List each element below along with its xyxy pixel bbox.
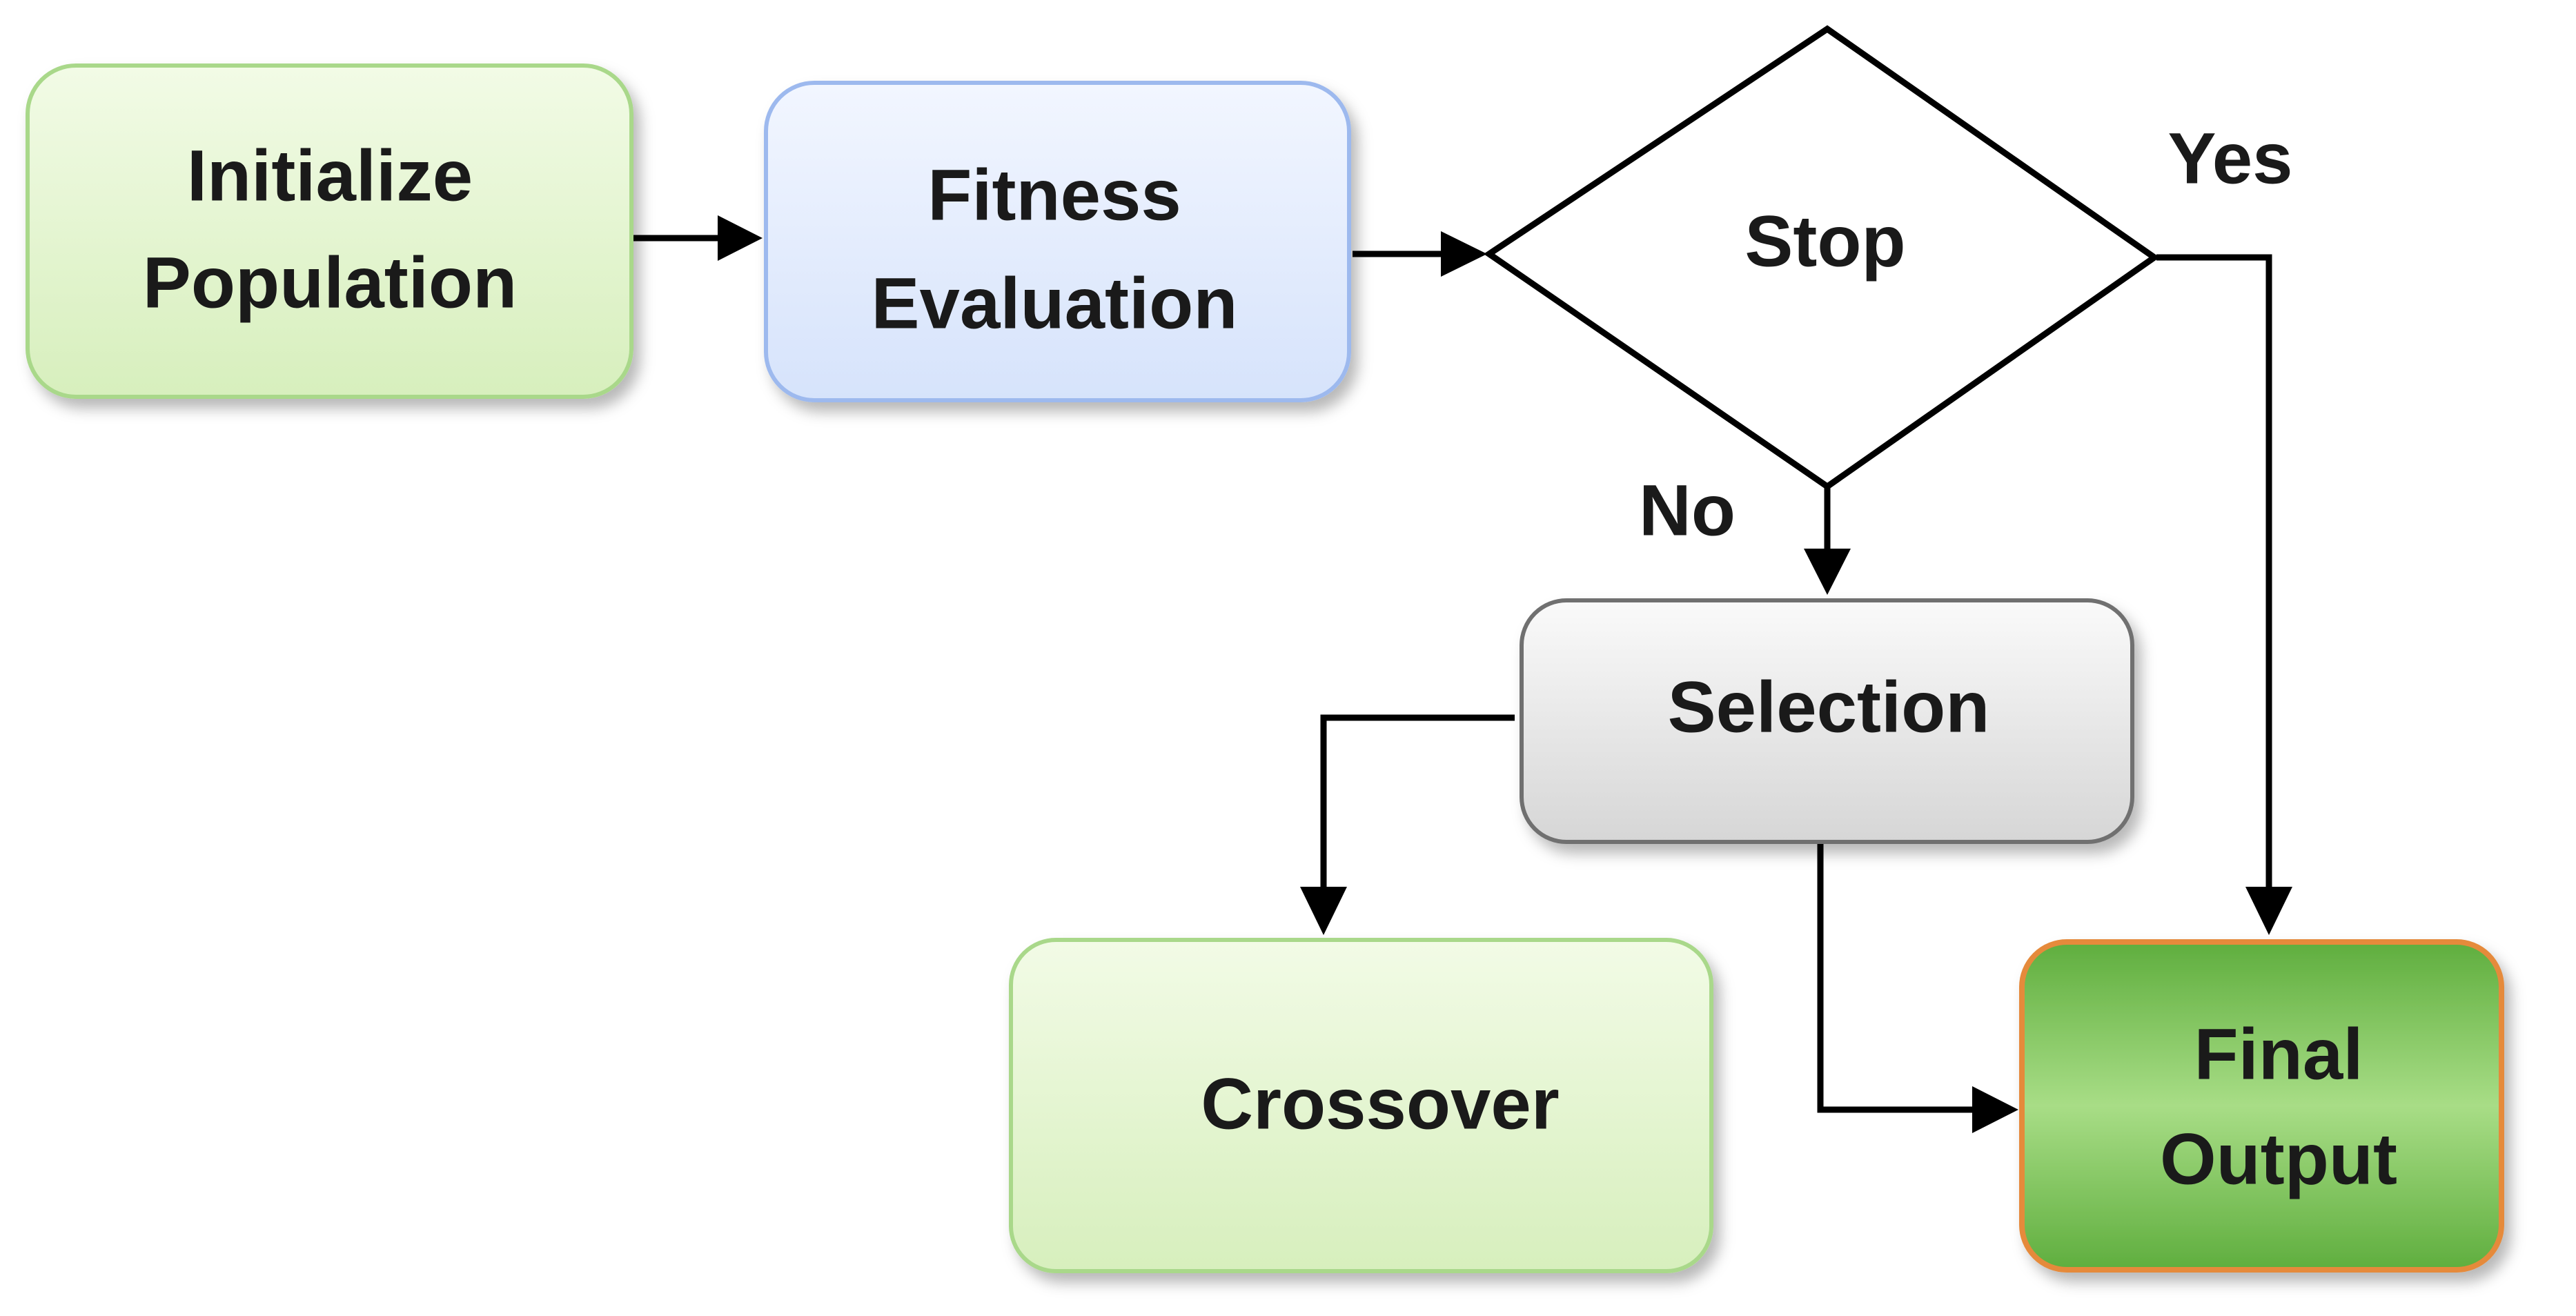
edge-stop-yes-to-final: [2156, 254, 2272, 890]
node-stop-diamond: [1483, 25, 2160, 491]
arrowhead-into-stop: [1441, 231, 1487, 277]
node-fitness-evaluation: Fitness Evaluation: [764, 81, 1351, 402]
arrowhead-into-fitness: [718, 215, 763, 261]
node-final-output: Final Output: [2019, 939, 2504, 1273]
node-crossover-box: [1009, 938, 1713, 1273]
edge-selection-to-final: [1817, 842, 1974, 1113]
arrowhead-into-final-from-stop: [2245, 887, 2292, 935]
node-final-box: [2019, 939, 2504, 1273]
node-final-line-1: Final: [2194, 1014, 2363, 1095]
node-fitness-box: [764, 81, 1351, 402]
edges: [633, 215, 2292, 1133]
node-crossover-label: Crossover: [1201, 1064, 1559, 1145]
node-selection-label: Selection: [1668, 667, 1990, 748]
node-final-line-2: Output: [2160, 1119, 2397, 1200]
edge-label-yes: Yes: [2167, 119, 2292, 199]
node-crossover: Crossover: [1009, 938, 1713, 1273]
node-initialize-population: Initialize Population: [26, 63, 633, 399]
arrowhead-into-final-from-selection: [1972, 1086, 2018, 1133]
node-stop-decision: Stop: [1483, 25, 2160, 491]
node-initialize-box: [26, 63, 633, 399]
arrowhead-into-selection: [1804, 549, 1851, 595]
edge-selection-to-crossover: [1320, 714, 1515, 894]
node-selection: Selection: [1520, 598, 2134, 844]
node-initialize-line-2: Population: [143, 243, 517, 324]
node-fitness-line-2: Evaluation: [872, 264, 1238, 344]
node-fitness-line-1: Fitness: [927, 155, 1181, 236]
edge-label-no: No: [1639, 471, 1736, 551]
node-stop-label: Stop: [1744, 202, 1905, 282]
node-initialize-line-1: Initialize: [187, 136, 473, 217]
arrowhead-into-crossover: [1300, 887, 1347, 935]
node-selection-box: [1520, 598, 2134, 844]
